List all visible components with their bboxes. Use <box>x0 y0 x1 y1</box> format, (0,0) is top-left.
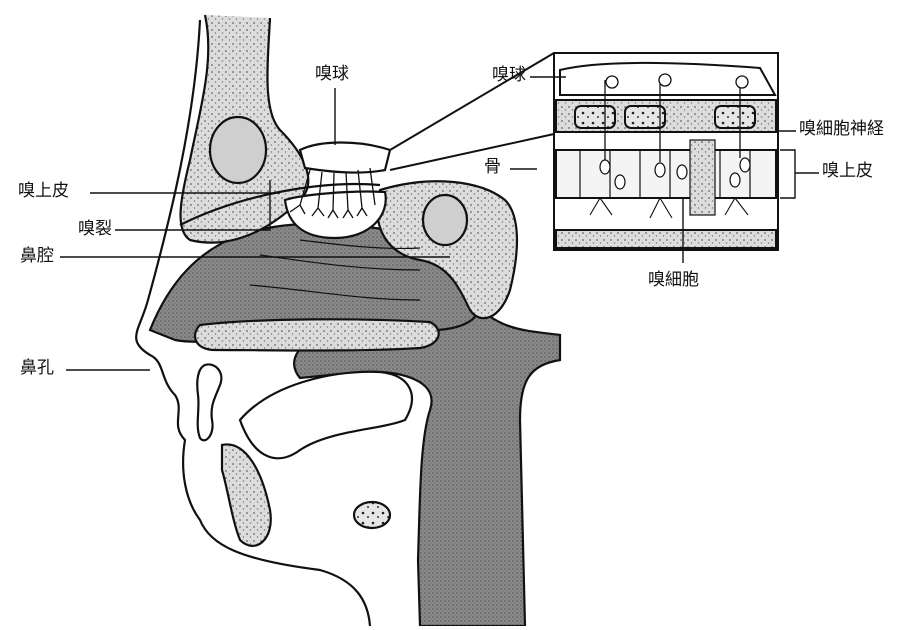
head-section <box>136 15 560 626</box>
vertebra <box>354 502 390 528</box>
sphenoid-sinus <box>423 195 467 245</box>
label-olfactory-bulb-inset: 嗅球 <box>492 67 526 84</box>
inset-connector-bottom <box>390 134 554 170</box>
frontal-sinus <box>210 117 266 183</box>
hard-palate <box>195 319 439 350</box>
label-bone: 骨 <box>484 159 501 176</box>
label-nostril: 鼻孔 <box>20 360 54 377</box>
label-olfactory-nerve: 嗅細胞神経 <box>799 121 884 138</box>
label-olfactory-bulb-main: 嗅球 <box>315 66 349 83</box>
label-olfactory-epithelium-inset: 嗅上皮 <box>822 163 873 180</box>
label-olfactory-cell: 嗅細胞 <box>648 272 699 289</box>
tongue <box>240 372 412 458</box>
upper-teeth <box>197 364 221 440</box>
label-olfactory-epithelium-main: 嗅上皮 <box>18 183 69 200</box>
inset-connector-top <box>390 53 554 150</box>
label-olfactory-cleft: 嗅裂 <box>78 221 112 238</box>
mandible <box>222 444 271 545</box>
label-nasal-cavity: 鼻腔 <box>20 248 54 265</box>
inset-lamina <box>556 230 776 248</box>
inset-epithelium <box>556 150 776 198</box>
olfactory-bulb <box>300 143 390 173</box>
